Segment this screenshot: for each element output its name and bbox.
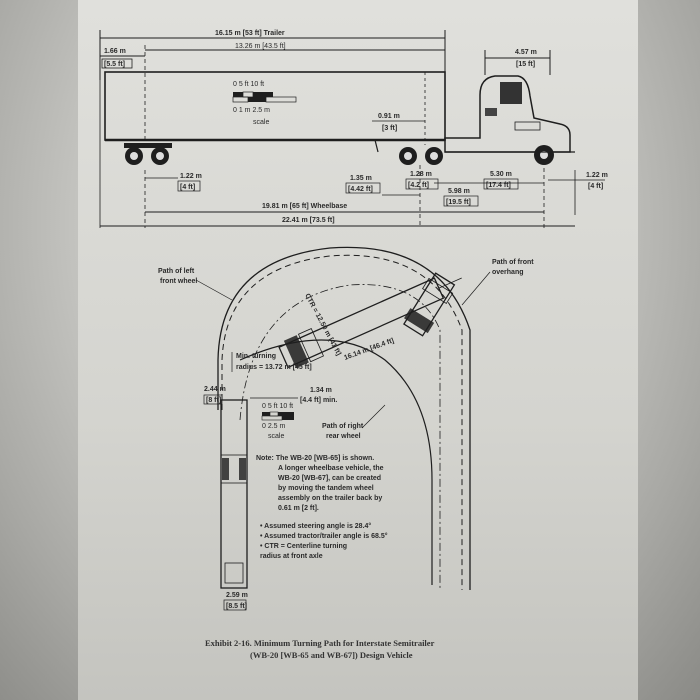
path-right-label-1: Path of right <box>322 423 364 430</box>
tandem-ft: [4.2 ft] <box>408 182 429 189</box>
tractor-wb-m: 5.30 m <box>490 171 512 178</box>
spacing-ft: [19.5 ft] <box>446 199 471 206</box>
plan-view: Path of left front wheel Path of front o… <box>158 246 534 611</box>
svg-text:• Assumed tractor/trailer angl: • Assumed tractor/trailer angle is 68.5° <box>260 532 388 540</box>
kingpin-ft: [3 ft] <box>382 125 397 132</box>
rear-overhang-ft: [4 ft] <box>180 184 195 191</box>
path-right-label-2: rear wheel <box>326 433 361 440</box>
tractor-steer-wheel <box>534 145 554 165</box>
wheelbase-label: 19.81 m [65 ft] Wheelbase <box>262 203 347 210</box>
svg-text:Note: The WB-20 [WB-65] is sho: Note: The WB-20 [WB-65] is shown. <box>256 455 374 462</box>
svg-text:by moving the tandem wheel: by moving the tandem wheel <box>278 485 374 492</box>
path-left-label-1: Path of left <box>158 268 195 275</box>
svg-text:assembly on the trailer back b: assembly on the trailer back by <box>278 495 382 502</box>
axle-ft: [4.42 ft] <box>348 186 373 193</box>
bottom-m: 2.59 m <box>226 592 248 599</box>
caption-line-2: (WB-20 [WB-65 and WB-67]) Design Vehicle <box>250 650 413 660</box>
svg-text:• CTR = Centerline turning: • CTR = Centerline turning <box>260 543 347 550</box>
side-view: 16.15 m [53 ft] Trailer 13.26 m [43.5 ft… <box>99 30 608 228</box>
front-ft: [4 ft] <box>588 183 603 190</box>
width-m: 2.44 m <box>204 386 226 393</box>
svg-text:0 2.5 m: 0 2.5 m <box>262 423 286 430</box>
tractor-wb-ft: [17.4 ft] <box>486 182 511 189</box>
document-page <box>78 0 638 700</box>
figure-caption: Exhibit 2-16. Minimum Turning Path for I… <box>205 638 435 660</box>
spacing-m: 5.98 m <box>448 188 470 195</box>
svg-text:scale: scale <box>268 433 284 440</box>
front-overhang-ft: [5.5 ft] <box>104 61 125 68</box>
tandem-m: 1.28 m <box>410 171 432 178</box>
plan-scale-bar: 0 5 ft 10 ft 0 2.5 m scale <box>261 403 294 440</box>
path-front-label-2: overhang <box>492 269 524 276</box>
min-turning-2: radius = 13.72 m [45 ft] <box>236 364 312 371</box>
path-left-label-2: front wheel <box>160 278 197 285</box>
svg-text:0.61 m [2 ft].: 0.61 m [2 ft]. <box>278 505 319 512</box>
svg-text:0 5 ft 10 ft: 0 5 ft 10 ft <box>262 403 293 410</box>
inner-length-label: 13.26 m [43.5 ft] <box>235 43 286 50</box>
turning-vehicle <box>278 277 462 369</box>
svg-text:A longer wheelbase vehicle, th: A longer wheelbase vehicle, the <box>278 465 384 472</box>
offset-m: 1.34 m <box>310 387 332 394</box>
bottom-ft: [8.5 ft] <box>226 603 247 610</box>
svg-text:0 1 m 2.5 m: 0 1 m 2.5 m <box>233 107 270 114</box>
svg-text:WB-20 [WB-67], can be created: WB-20 [WB-67], can be created <box>278 475 381 482</box>
svg-text:radius at front axle: radius at front axle <box>260 553 323 560</box>
trailer-tandem-wheels <box>124 143 172 165</box>
path-front-label-1: Path of front <box>492 259 534 266</box>
front-overhang-m: 1.66 m <box>104 48 126 55</box>
cab-length-m: 4.57 m <box>515 49 537 56</box>
kingpin-m: 0.91 m <box>378 113 400 120</box>
trailer-len-label: 16.14 m [46.4 ft] <box>343 337 395 362</box>
tractor-cab <box>444 75 571 153</box>
path-left-front-wheel <box>217 246 471 590</box>
overall-label: 22.41 m [73.5 ft] <box>282 217 335 224</box>
straight-trailer <box>220 399 248 589</box>
cab-length-ft: [15 ft] <box>516 61 535 68</box>
min-turning-1: Min. turning <box>236 353 276 360</box>
axle-m: 1.35 m <box>350 175 372 182</box>
caption-line-1: Exhibit 2-16. Minimum Turning Path for I… <box>205 638 435 648</box>
svg-text:scale: scale <box>253 119 269 126</box>
offset-ft: [4.4 ft] min. <box>300 397 337 404</box>
landing-gear <box>374 139 379 153</box>
turning-tractor <box>403 272 456 337</box>
note-block: Note: The WB-20 [WB-65] is shown. A long… <box>256 455 388 560</box>
svg-text:• Assumed steering angle is 28: • Assumed steering angle is 28.4° <box>260 522 371 530</box>
rear-overhang-m: 1.22 m <box>180 173 202 180</box>
svg-text:0 5 ft 10 ft: 0 5 ft 10 ft <box>233 81 264 88</box>
path-front-overhang <box>221 254 463 590</box>
trailer-length-label: 16.15 m [53 ft] Trailer <box>215 30 285 37</box>
side-scale-bar: 0 5 ft 10 ft 0 1 m 2.5 m scale <box>232 81 297 126</box>
tractor-drive-wheels <box>399 147 443 165</box>
width-ft: [8 ft] <box>206 397 221 404</box>
front-m: 1.22 m <box>586 172 608 179</box>
cab-window <box>500 82 522 104</box>
ctr-label: CTR = 12.50 m [41 ft] <box>303 293 342 357</box>
